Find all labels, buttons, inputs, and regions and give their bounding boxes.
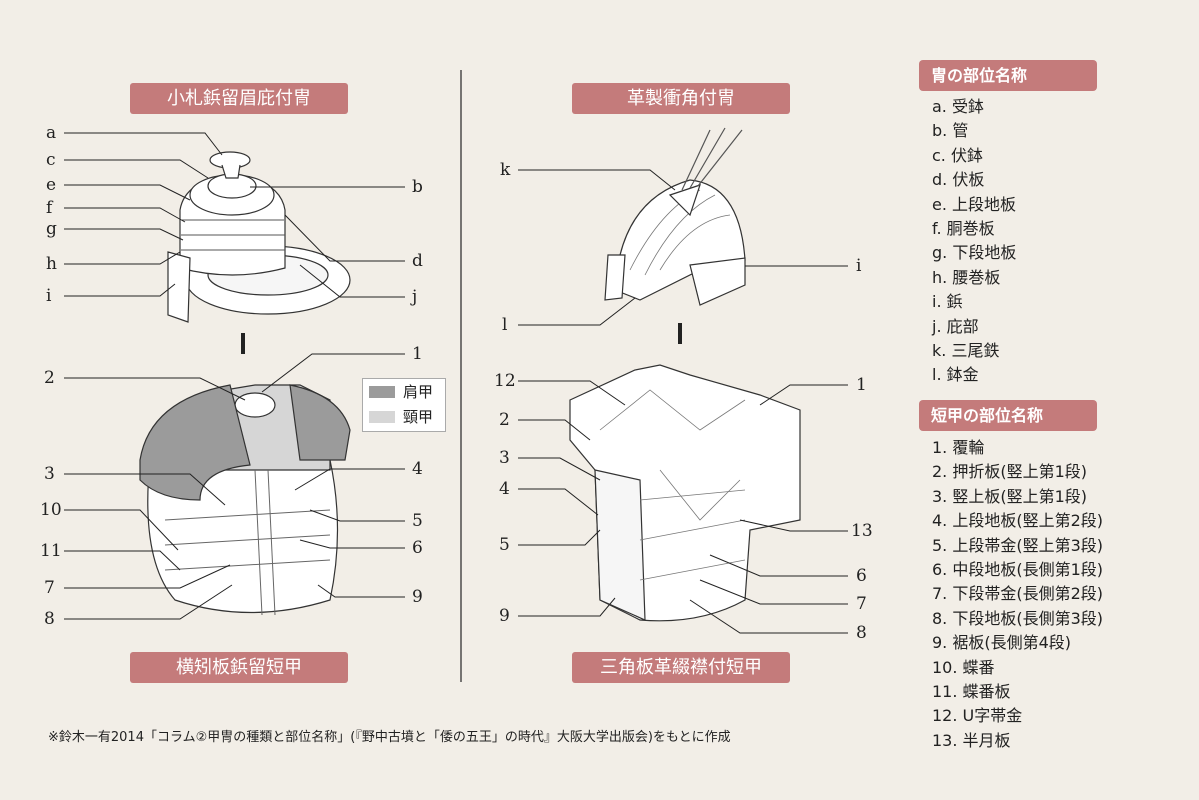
armor1-leaders xyxy=(64,353,405,620)
part-label: c xyxy=(46,150,56,170)
part-label: g xyxy=(46,219,57,239)
source-caption: ※鈴木一有2014「コラム②甲冑の種類と部位名称」(『野中古墳と「倭の五王」の時… xyxy=(48,730,731,745)
helmet-parts-list: a. 受鉢 b. 管 c. 伏鉢 d. 伏板 e. 上段地板 f. 胴巻板 g.… xyxy=(932,95,1016,388)
part-label: d xyxy=(412,251,423,271)
list-item: k. 三尾鉄 xyxy=(932,340,1000,360)
legend-label: 肩甲 xyxy=(403,383,434,401)
list-item: 4. 上段地板(竪上第2段) xyxy=(932,511,1104,531)
part-label: f xyxy=(46,198,53,218)
part-label: 4 xyxy=(412,459,423,479)
armor-parts-heading: 短甲の部位名称 xyxy=(919,400,1097,431)
helmet-parts-heading: 冑の部位名称 xyxy=(919,60,1097,91)
list-item: 8. 下段地板(長側第3段) xyxy=(932,608,1104,628)
armor-parts-list: 1. 覆輪 2. 押折板(竪上第1段) 3. 竪上板(竪上第1段) 4. 上段地… xyxy=(932,436,1103,753)
helmet1-title: 小札鋲留眉庇付冑 xyxy=(130,83,348,114)
part-label: 6 xyxy=(412,538,423,558)
armor2-title: 三角板革綴襟付短甲 xyxy=(572,652,790,683)
list-item: g. 下段地板 xyxy=(932,243,1017,263)
helmet2-drawing xyxy=(604,127,746,306)
part-label: e xyxy=(46,175,57,195)
legend-item-shoulder: 肩甲 xyxy=(363,379,445,404)
list-item: 13. 半月板 xyxy=(932,730,1011,750)
list-item: 10. 蝶番 xyxy=(932,657,995,677)
legend-swatch xyxy=(369,385,395,398)
list-item: 2. 押折板(竪上第1段) xyxy=(932,462,1088,482)
part-label: l xyxy=(502,315,508,335)
legend-swatch xyxy=(369,410,395,423)
part-label: 6 xyxy=(856,566,867,586)
part-label: 8 xyxy=(44,609,55,629)
helmet2-leaders xyxy=(518,169,848,326)
part-label: 3 xyxy=(499,448,510,468)
part-label: 3 xyxy=(44,464,55,484)
part-label: 2 xyxy=(499,410,510,430)
part-label: 1 xyxy=(412,344,423,364)
list-item: 7. 下段帯金(長側第2段) xyxy=(932,584,1104,604)
helmet2-title: 革製衝角付冑 xyxy=(572,83,790,114)
part-label: k xyxy=(500,160,511,180)
part-label: i xyxy=(856,256,862,276)
list-item: 11. 蝶番板 xyxy=(932,681,1011,701)
part-label: 12 xyxy=(494,371,516,391)
part-label: 8 xyxy=(856,623,867,643)
part-label: 2 xyxy=(44,368,55,388)
list-item: 6. 中段地板(長側第1段) xyxy=(932,559,1104,579)
list-item: e. 上段地板 xyxy=(932,194,1017,214)
helmet1-drawing xyxy=(167,151,351,323)
list-item: f. 胴巻板 xyxy=(932,218,995,238)
list-item: c. 伏鉢 xyxy=(932,145,983,165)
part-label: 4 xyxy=(499,479,510,499)
legend: 肩甲 頸甲 xyxy=(362,378,446,432)
part-label: 9 xyxy=(499,606,510,626)
sequence-bar xyxy=(678,323,682,344)
part-label: j xyxy=(412,287,418,307)
list-item: 12. U字帯金 xyxy=(932,706,1023,726)
part-label: 5 xyxy=(499,535,510,555)
part-label: 11 xyxy=(40,541,62,561)
list-item: a. 受鉢 xyxy=(932,97,984,116)
list-item: 5. 上段帯金(竪上第3段) xyxy=(932,535,1104,555)
legend-item-neck: 頸甲 xyxy=(363,404,445,429)
list-item: i. 鋲 xyxy=(932,292,963,312)
armor1-drawing xyxy=(139,384,351,616)
list-item: d. 伏板 xyxy=(932,170,985,190)
part-label: i xyxy=(46,286,52,306)
part-label: h xyxy=(46,254,57,274)
armor2-leaders xyxy=(518,380,848,634)
part-label: 5 xyxy=(412,511,423,531)
part-label: 7 xyxy=(856,594,867,614)
list-item: 1. 覆輪 xyxy=(932,438,985,457)
part-label: 1 xyxy=(856,375,867,395)
legend-label: 頸甲 xyxy=(403,408,434,426)
part-label: 7 xyxy=(44,578,55,598)
list-item: b. 管 xyxy=(932,121,969,141)
list-item: 9. 裾板(長側第4段) xyxy=(932,633,1072,653)
armor2-drawing xyxy=(569,364,801,622)
part-label: 9 xyxy=(412,587,423,607)
part-label: 13 xyxy=(851,521,873,541)
helmet1-leaders xyxy=(64,132,405,298)
part-label: b xyxy=(412,177,423,197)
armor1-title: 横矧板鋲留短甲 xyxy=(130,652,348,683)
list-item: h. 腰巻板 xyxy=(932,267,1001,287)
sequence-bar xyxy=(241,333,245,354)
list-item: 3. 竪上板(竪上第1段) xyxy=(932,486,1088,506)
list-item: j. 庇部 xyxy=(932,316,979,336)
list-item: l. 鉢金 xyxy=(932,365,979,385)
part-label: 10 xyxy=(40,500,62,520)
part-label: a xyxy=(46,123,57,143)
